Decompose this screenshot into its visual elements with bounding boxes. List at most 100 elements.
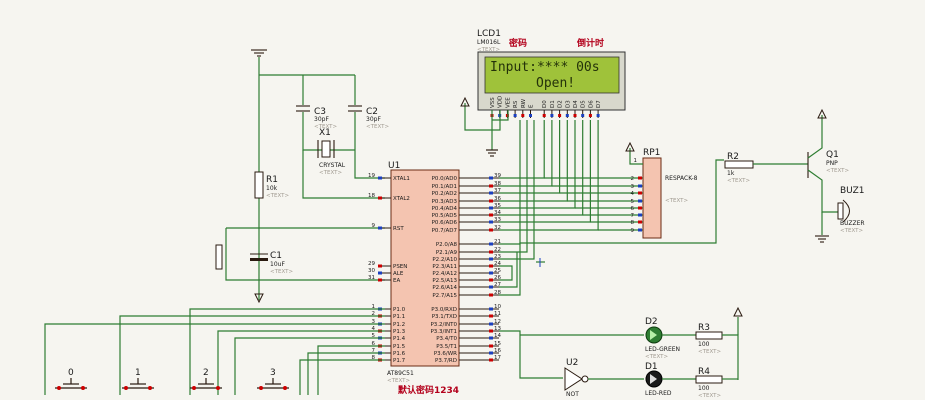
- mcu-pin-name: P0.6/AD6: [432, 220, 458, 226]
- rp1-pin-num: 1: [634, 158, 638, 164]
- mcu-pin-num: 4: [372, 326, 376, 332]
- p1-wire-1: [119, 315, 385, 395]
- mcu-model: AT89C51: [387, 370, 414, 377]
- q1-collector: [807, 169, 838, 213]
- mcu-pin-name: P1.7: [393, 358, 406, 364]
- rp1-pin-num: 6: [631, 206, 635, 212]
- mcu-ref: U1: [388, 161, 400, 171]
- mcu-pin-name: P3.6/WR: [434, 351, 457, 357]
- lcd-pin-label: E: [529, 104, 535, 108]
- key-pin: [124, 386, 128, 390]
- mcu-pin-marker: [489, 351, 493, 355]
- crystal-body: [321, 140, 331, 158]
- mcu-pin-num: 18: [368, 193, 375, 199]
- lcd-ref: LCD1: [477, 29, 501, 39]
- buzzer-horn: [842, 199, 850, 223]
- mcu-pin-marker: [489, 250, 493, 254]
- lcd-pin-marker: [550, 114, 554, 117]
- mcu-pin-name: P2.4/A12: [432, 271, 457, 277]
- buz1-tag: <TEXT>: [840, 228, 863, 234]
- key-label: 0: [68, 368, 74, 378]
- rw-wire: [499, 120, 528, 253]
- mcu-pin-num: 27: [494, 282, 501, 288]
- p3-to-not-wire: [499, 330, 563, 379]
- mcu-pin-name: P3.3/INT1: [430, 329, 457, 335]
- mcu-pin-name: P3.5/T1: [436, 344, 457, 350]
- default-password-label: 默认密码1234: [398, 384, 459, 396]
- p0-to-lcd-wire: [499, 120, 576, 209]
- mcu-pin-name: P3.7/RD: [435, 358, 457, 364]
- rp1-pin-num: 8: [631, 220, 635, 226]
- mcu-pin-name: P2.0/A8: [436, 242, 458, 248]
- lcd-pin-marker: [581, 114, 585, 117]
- mcu-pin-num: 31: [368, 275, 375, 281]
- lcd-tag: <TEXT>: [477, 47, 500, 53]
- rp1-vcc: [625, 141, 635, 152]
- mcu-pin-name: P0.1/AD1: [432, 184, 457, 190]
- countdown-label: 倒计时: [576, 37, 604, 49]
- mcu-body: [390, 169, 460, 367]
- p1-wire-7: [299, 359, 385, 395]
- mcu-pin-name: P2.1/A9: [436, 250, 458, 256]
- mcu-pin-num: 11: [494, 311, 501, 317]
- rp1-pin-num: 5: [631, 199, 635, 205]
- bottom-ground: [254, 293, 264, 304]
- mcu-pin-marker: [378, 226, 382, 230]
- key-label: 1: [135, 368, 141, 378]
- lcd-pin-label: VSS: [490, 97, 496, 108]
- mcu-pin-num: 19: [368, 173, 375, 179]
- mcu-pin-name: P0.5/AD5: [432, 213, 458, 219]
- buzzer-drive-wire: [499, 159, 724, 296]
- mcu-pin-marker: [489, 278, 493, 282]
- lcd-pin-marker: [588, 114, 592, 117]
- rp1-value: RESPACK-8: [665, 175, 698, 182]
- r2-ref: R2: [727, 152, 739, 162]
- rp1-pin-num: 4: [631, 191, 635, 197]
- mcu-pin-name: P2.3/A11: [432, 264, 457, 270]
- r2-body: [724, 160, 754, 169]
- lcd-pin-label: D5: [581, 100, 587, 108]
- mcu-pin-marker: [489, 176, 493, 180]
- mcu-pin-marker: [489, 336, 493, 340]
- rp1-pin-num: 3: [631, 184, 635, 190]
- mcu-pin-marker: [489, 257, 493, 261]
- r3-ref: R3: [698, 323, 710, 333]
- key-label: 2: [203, 368, 209, 378]
- lcd-model: LM016L: [477, 39, 501, 46]
- lcd-pin-label: D4: [573, 100, 579, 108]
- mcu-pin-name: P3.2/INT0: [430, 322, 457, 328]
- c1-value: 10uF: [270, 261, 285, 268]
- lcd-pin-label: VDD: [498, 96, 504, 108]
- mcu-pin-name: XTAL2: [393, 196, 410, 202]
- mcu-pin-name: P1.5: [393, 344, 406, 350]
- mcu-pin-num: 22: [494, 247, 501, 253]
- mcu-pin-marker: [489, 293, 493, 297]
- r1-value: 10k: [266, 185, 278, 192]
- mcu-pin-marker: [489, 220, 493, 224]
- lcd-pin-marker: [558, 114, 562, 117]
- lcd-screen: [484, 56, 620, 94]
- r1-body: [254, 171, 264, 199]
- rp1-pin-marker: [638, 199, 642, 203]
- q1-ref: Q1: [826, 150, 839, 160]
- p0-data-bus: [499, 120, 643, 231]
- p2-loop-a: [499, 265, 513, 281]
- mcu-pin-marker: [489, 314, 493, 318]
- c1-ref: C1: [270, 251, 282, 261]
- mcu-pin-num: 21: [494, 239, 501, 245]
- mcu-pin-num: 32: [494, 225, 501, 231]
- lcd-pin-label: D2: [558, 100, 564, 108]
- reset-loop: [225, 228, 259, 281]
- d2-ref: D2: [645, 317, 658, 327]
- mcu-pin-marker: [489, 358, 493, 362]
- mcu-pin-num: 15: [494, 341, 501, 347]
- lcd-pin-label: RW: [521, 98, 527, 108]
- mcu-pin-num: 12: [494, 319, 501, 325]
- lcd-pin-label: D0: [542, 100, 548, 108]
- p1-wire-6: [307, 352, 385, 395]
- mcu-pin-num: 5: [372, 333, 376, 339]
- q1-vcc: [817, 108, 827, 119]
